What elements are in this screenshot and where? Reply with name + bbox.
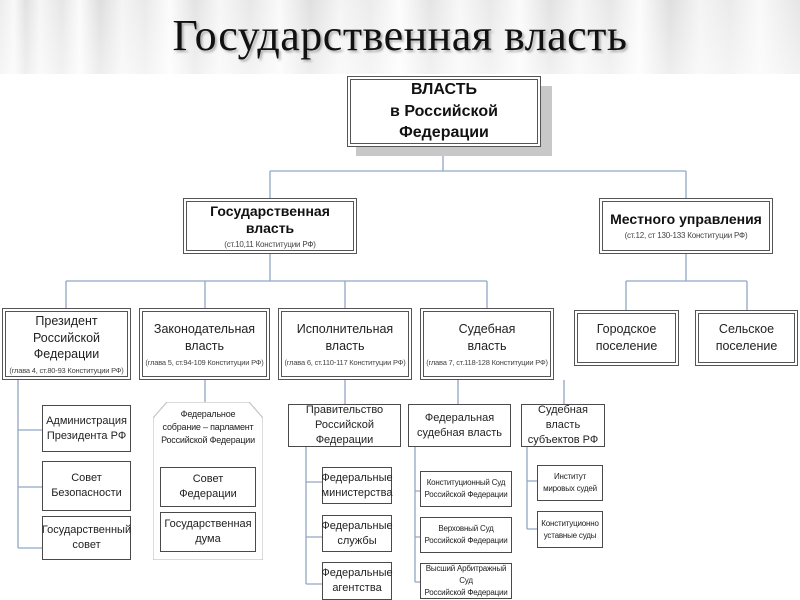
connector-president bbox=[17, 380, 42, 549]
root-line2: в Российской Федерации bbox=[390, 102, 498, 142]
branch-executive-ref: (глава 6, ст.110-117 Конституции РФ) bbox=[284, 357, 406, 367]
federal-assembly-line1: Федеральное bbox=[180, 409, 236, 419]
federal-agencies-node: Федеральные агентства bbox=[321, 562, 393, 600]
connector-state-power bbox=[65, 253, 488, 310]
connector-local bbox=[625, 253, 748, 310]
branch-executive: Исполнительная власть (глава 6, ст.110-1… bbox=[278, 308, 412, 380]
security-council-line2: Безопасности bbox=[51, 487, 122, 499]
federation-council-node: Совет Федерации bbox=[160, 467, 256, 507]
branch-judicial-line2: власть bbox=[467, 339, 507, 353]
state-power-ref: (ст.10,11 Конституции РФ) bbox=[224, 239, 316, 249]
federal-judiciary-line2: судебная власть bbox=[417, 426, 502, 439]
urban-settlement-line1: Городское bbox=[596, 322, 657, 337]
charter-courts-node: Конституционно уставные суды bbox=[537, 511, 603, 548]
supreme-arbitration-court-node: Высший Арбитражный Суд Российской Федера… bbox=[420, 563, 512, 599]
local-government-ref: (ст.12, ст 130-133 Конституции РФ) bbox=[624, 231, 748, 241]
branch-president-ref: (глава 4, ст.80-93 Конституции РФ) bbox=[9, 366, 124, 376]
presidential-administration-line1: Администрация bbox=[46, 414, 127, 427]
federation-council-line1: Совет bbox=[192, 473, 224, 486]
federal-services-line1: Федеральные bbox=[321, 519, 393, 532]
connector-judicial bbox=[414, 380, 565, 583]
header-background bbox=[0, 0, 800, 74]
charter-courts-line1: Конституционно bbox=[541, 518, 599, 528]
supreme-court-line2: Российской Федерации bbox=[424, 536, 508, 545]
federal-ministries-line2: министерства bbox=[321, 486, 393, 499]
state-duma-line2: дума bbox=[195, 533, 221, 545]
branch-judicial-ref: (глава 7, ст.118-128 Конституции РФ) bbox=[426, 357, 548, 367]
justices-of-peace-line2: мировых судей bbox=[543, 484, 597, 493]
regional-judiciary-node: Судебная власть субъектов РФ bbox=[521, 404, 605, 447]
branch-executive-line1: Исполнительная bbox=[296, 322, 394, 337]
federation-council-line2: Федерации bbox=[179, 488, 237, 500]
presidential-administration-node: Администрация Президента РФ bbox=[42, 405, 131, 452]
constitutional-court-line2: Российской Федерации bbox=[424, 490, 508, 499]
regional-judiciary-line1: Судебная власть bbox=[538, 404, 588, 432]
federal-assembly-line3: Российской Федерации bbox=[161, 435, 255, 446]
root-node: ВЛАСТЬ в Российской Федерации bbox=[347, 76, 541, 147]
branch-executive-line2: власть bbox=[325, 339, 365, 353]
constitutional-court-line1: Конституционный Суд bbox=[426, 478, 506, 487]
supreme-court-node: Верховный Суд Российской Федерации bbox=[420, 517, 512, 553]
branch-judicial: Судебная власть (глава 7, ст.118-128 Кон… bbox=[420, 308, 554, 380]
regional-judiciary-line2: субъектов РФ bbox=[527, 433, 599, 446]
state-council-line2: совет bbox=[72, 539, 101, 551]
page-title: Государственная власть bbox=[172, 11, 628, 60]
branch-legislative-line2: власть bbox=[184, 339, 225, 353]
state-power-label: Государственная власть bbox=[210, 202, 330, 236]
branch-legislative: Законодательная власть (глава 5, ст.94-1… bbox=[139, 308, 270, 380]
federal-judiciary-line1: Федеральная bbox=[424, 411, 495, 424]
supreme-arbitration-court-line2: Российской Федерации bbox=[424, 588, 508, 597]
federal-judiciary-node: Федеральная судебная власть bbox=[408, 404, 511, 447]
connector-executive bbox=[305, 380, 346, 585]
federal-agencies-line1: Федеральные bbox=[321, 567, 393, 580]
justices-of-peace-line1: Институт bbox=[553, 472, 587, 481]
supreme-arbitration-court-line1: Высший Арбитражный Суд bbox=[425, 564, 507, 585]
branch-legislative-ref: (глава 5, ст.94-109 Конституции РФ) bbox=[145, 357, 264, 367]
state-duma-line1: Государственная bbox=[164, 518, 252, 531]
rural-settlement-node: Сельское поселение bbox=[695, 310, 798, 366]
local-government-node: Местного управления (ст.12, ст 130-133 К… bbox=[599, 198, 773, 254]
federal-agencies-line2: агентства bbox=[332, 582, 382, 594]
federal-assembly-line2: собрание – парламент bbox=[162, 422, 254, 433]
local-government-label: Местного управления bbox=[610, 211, 762, 228]
urban-settlement-line2: поселение bbox=[595, 339, 658, 353]
federal-ministries-node: Федеральные министерства bbox=[321, 467, 393, 504]
presidential-administration-line2: Президента РФ bbox=[46, 429, 127, 442]
branch-president-line2: Российской Федерации bbox=[33, 330, 100, 362]
state-power-node: Государственная власть (ст.10,11 Констит… bbox=[183, 198, 357, 254]
security-council-line1: Совет bbox=[71, 472, 102, 485]
branch-president: Президент Российской Федерации (глава 4,… bbox=[2, 308, 131, 380]
security-council-node: Совет Безопасности bbox=[42, 461, 131, 511]
state-council-node: Государственный совет bbox=[42, 516, 131, 560]
urban-settlement-node: Городское поселение bbox=[574, 310, 679, 366]
branch-judicial-line1: Судебная bbox=[458, 322, 516, 337]
government-line2: Российской Федерации bbox=[315, 419, 374, 446]
government-line1: Правительство bbox=[305, 404, 384, 417]
state-council-line1: Государственный bbox=[41, 524, 132, 537]
charter-courts-line2: уставные суды bbox=[543, 530, 597, 540]
branch-president-line1: Президент bbox=[35, 313, 98, 328]
federal-services-node: Федеральные службы bbox=[321, 515, 393, 552]
state-duma-node: Государственная дума bbox=[160, 512, 256, 552]
rural-settlement-line2: поселение bbox=[715, 339, 778, 353]
government-node: Правительство Российской Федерации bbox=[288, 404, 401, 447]
root-line1: ВЛАСТЬ bbox=[411, 81, 477, 99]
justices-of-peace-node: Институт мировых судей bbox=[537, 465, 603, 501]
supreme-court-line1: Верховный Суд bbox=[438, 524, 494, 533]
rural-settlement-line1: Сельское bbox=[718, 322, 775, 337]
branch-legislative-line1: Законодательная bbox=[153, 322, 256, 337]
constitutional-court-node: Конституционный Суд Российской Федерации bbox=[420, 471, 512, 507]
federal-services-line2: службы bbox=[337, 534, 377, 547]
connector-root bbox=[269, 152, 687, 198]
federal-ministries-line1: Федеральные bbox=[321, 471, 393, 484]
